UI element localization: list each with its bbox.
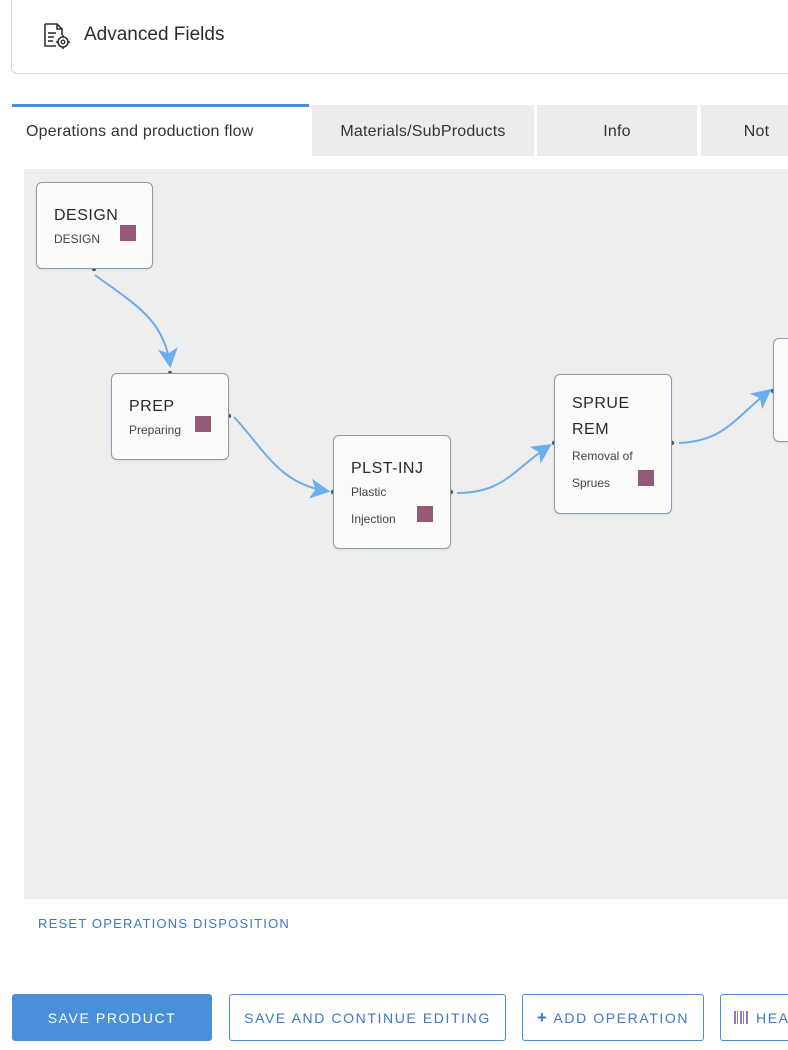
- operation-code-line2: REM: [572, 421, 610, 438]
- operation-code: PREP: [129, 398, 175, 415]
- operation-description-line2: Sprues: [572, 476, 611, 490]
- operation-description-line2: Injection: [351, 512, 396, 526]
- save-continue-button[interactable]: SAVE AND CONTINUE EDITING: [229, 994, 506, 1041]
- operations-flow-canvas[interactable]: DESIGN DESIGN PREP Preparing PLST-INJ Pl…: [24, 169, 788, 899]
- operation-color-swatch: [417, 506, 433, 522]
- document-settings-icon: [44, 23, 70, 49]
- tab-operations[interactable]: Operations and production flow: [12, 104, 309, 156]
- header-button[interactable]: HEA: [720, 994, 788, 1041]
- barcode-icon: [734, 1011, 748, 1024]
- operation-node-design[interactable]: DESIGN DESIGN: [36, 182, 153, 269]
- operation-description: Preparing: [129, 423, 182, 437]
- operation-description-line1: Removal of: [572, 449, 633, 463]
- operation-color-swatch: [195, 416, 211, 432]
- add-operation-button[interactable]: + ADD OPERATION: [522, 994, 704, 1041]
- edge-sprue-next: [678, 388, 772, 444]
- operation-color-swatch: [120, 225, 136, 241]
- operation-node-plst-inj[interactable]: PLST-INJ Plastic Injection: [333, 435, 451, 549]
- save-product-button[interactable]: SAVE PRODUCT: [12, 994, 212, 1041]
- panel-title: Advanced Fields: [84, 24, 225, 45]
- tab-bar: Operations and production flow Materials…: [12, 104, 788, 156]
- edge-plstinj-sprue: [456, 444, 552, 494]
- tab-info[interactable]: Info: [537, 105, 697, 156]
- operation-node-sprue-rem[interactable]: SPRUE REM Removal of Sprues: [554, 374, 672, 514]
- operation-code: DESIGN: [54, 207, 119, 224]
- advanced-fields-panel[interactable]: Advanced Fields: [11, 0, 788, 74]
- save-continue-label: SAVE AND CONTINUE EDITING: [244, 1009, 491, 1026]
- add-operation-label: ADD OPERATION: [553, 1009, 690, 1026]
- operation-color-swatch: [638, 470, 654, 486]
- operation-description-line1: Plastic: [351, 485, 387, 499]
- save-product-label: SAVE PRODUCT: [47, 1009, 177, 1026]
- edge-design-prep: [94, 274, 178, 369]
- tab-notes[interactable]: Not: [701, 105, 788, 156]
- operation-description: DESIGN: [54, 232, 101, 246]
- plus-icon: +: [536, 1007, 549, 1027]
- edge-prep-plstinj: [233, 416, 331, 499]
- reset-operations-link[interactable]: RESET OPERATIONS DISPOSITION: [38, 916, 290, 931]
- operation-node-prep[interactable]: PREP Preparing: [111, 373, 229, 460]
- operation-code-line1: SPRUE: [572, 395, 630, 412]
- tab-materials[interactable]: Materials/SubProducts: [312, 105, 534, 156]
- operation-code: PLST-INJ: [351, 460, 424, 477]
- header-button-label: HEA: [756, 1009, 788, 1026]
- operation-node-next[interactable]: [773, 338, 788, 442]
